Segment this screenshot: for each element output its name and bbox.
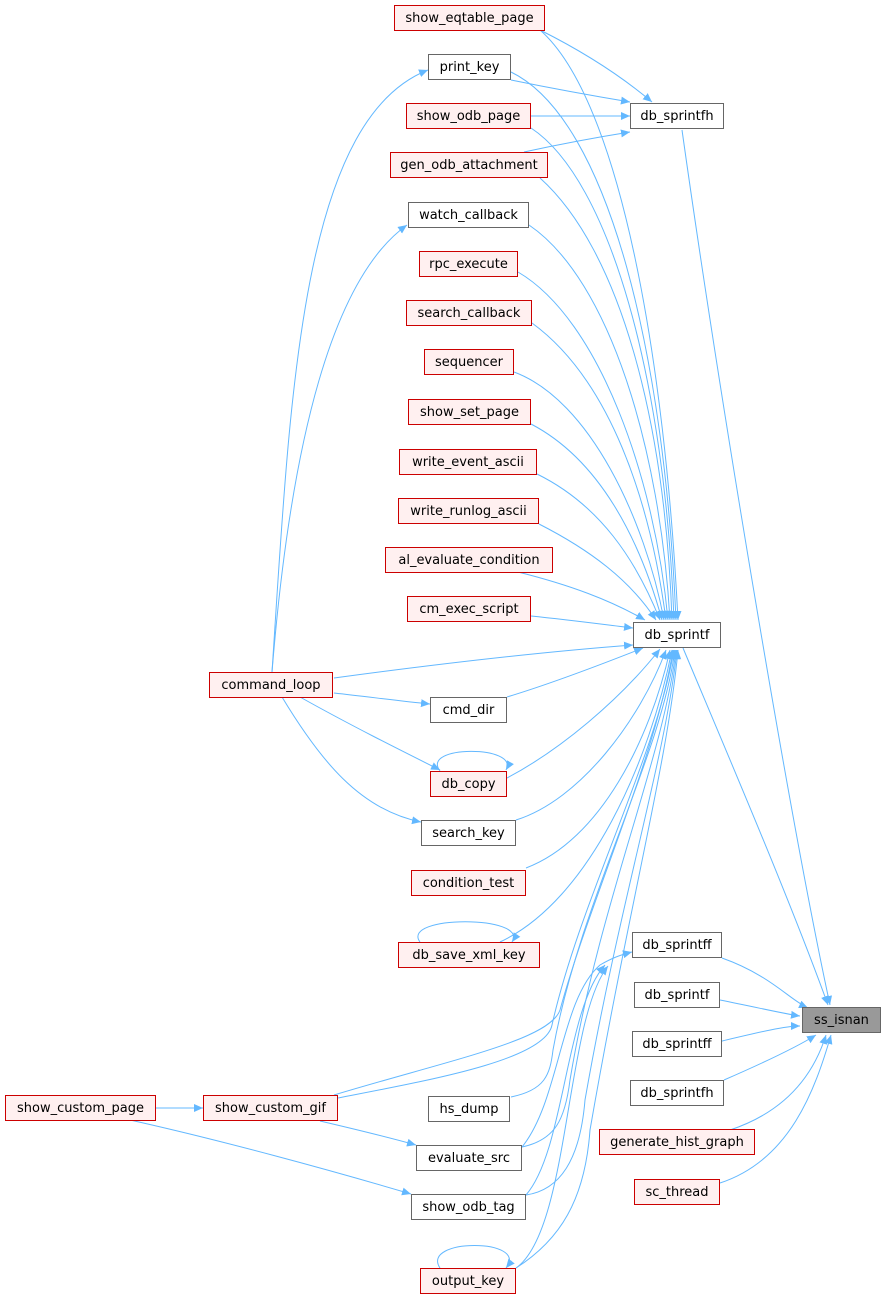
call-edge (510, 649, 678, 1098)
call-edge (499, 649, 675, 943)
node-show-eqtable-page[interactable]: show_eqtable_page (394, 5, 545, 31)
node-output-key[interactable]: output_key (420, 1268, 516, 1294)
node-condition-test[interactable]: condition_test (411, 870, 526, 896)
call-edge (337, 649, 677, 1099)
node-sc-thread[interactable]: sc_thread (634, 1179, 720, 1205)
call-edge (271, 69, 429, 673)
call-edge (417, 921, 521, 943)
node-gen-odb-attachment[interactable]: gen_odb_attachment (390, 152, 548, 178)
call-edge (506, 647, 644, 698)
call-edge (510, 79, 631, 105)
node-show-set-page[interactable]: show_set_page (408, 399, 531, 425)
call-edge (129, 1119, 412, 1196)
node-search-key[interactable]: search_key (421, 820, 516, 846)
node-al-evaluate-condition[interactable]: al_evaluate_condition (385, 547, 553, 573)
call-edge (682, 647, 829, 1006)
call-edge (525, 649, 672, 869)
call-edge (721, 1022, 801, 1042)
node-watch-callback[interactable]: watch_callback (408, 202, 529, 228)
call-edge (729, 1034, 828, 1131)
edge-layer (129, 29, 833, 1269)
call-edge (530, 615, 634, 631)
node-evaluate-src[interactable]: evaluate_src (416, 1145, 522, 1171)
node-generate-hist-graph[interactable]: generate_hist_graph (599, 1129, 755, 1155)
node-rpc-execute[interactable]: rpc_execute (419, 251, 518, 277)
node-show-odb-tag[interactable]: show_odb_tag (411, 1194, 526, 1220)
node-ss-isnan: ss_isnan (802, 1007, 881, 1033)
call-edge (538, 523, 657, 621)
call-edge (517, 571, 646, 621)
call-edge (319, 1120, 417, 1147)
call-edge (281, 696, 422, 825)
node-cmd-dir[interactable]: cmd_dir (430, 697, 507, 723)
call-edge (513, 371, 667, 621)
call-edge (530, 127, 678, 621)
node-hs-dump[interactable]: hs_dump (428, 1096, 510, 1122)
node-search-callback[interactable]: search_callback (406, 300, 532, 326)
call-edge (521, 950, 633, 1148)
call-edge (528, 224, 674, 621)
call-edge (515, 649, 682, 1269)
call-edge (436, 750, 514, 772)
call-edge (530, 423, 664, 621)
node-db-copy[interactable]: db_copy (430, 771, 507, 797)
call-edge (517, 271, 672, 621)
node-write-event-ascii[interactable]: write_event_ascii (399, 449, 537, 475)
node-sequencer[interactable]: sequencer (424, 349, 514, 375)
node-db-save-xml-key[interactable]: db_save_xml_key (398, 942, 540, 968)
call-edge (525, 964, 606, 1196)
call-edge (681, 129, 833, 1006)
node-print-key[interactable]: print_key (428, 54, 511, 80)
node-db-sprintf-2[interactable]: db_sprintf (634, 982, 720, 1008)
node-db-sprintfh-4[interactable]: db_sprintfh (630, 1080, 724, 1106)
call-edge (719, 1034, 833, 1184)
node-db-sprintf[interactable]: db_sprintf (633, 622, 721, 648)
call-edge (333, 649, 676, 1096)
call-edge (536, 473, 661, 621)
node-db-sprintfh[interactable]: db_sprintfh (630, 103, 724, 129)
call-edge (299, 696, 441, 771)
call-edge (333, 641, 634, 679)
call-edge (510, 71, 680, 621)
call-edge (515, 965, 609, 1269)
call-edge (506, 648, 661, 779)
node-show-custom-page[interactable]: show_custom_page (5, 1095, 156, 1121)
call-edge (515, 649, 667, 821)
call-edge (721, 957, 809, 1009)
call-edge (531, 322, 669, 621)
call-edge (539, 29, 653, 103)
node-cm-exec-script[interactable]: cm_exec_script (407, 596, 531, 622)
node-db-sprintff-1[interactable]: db_sprintff (632, 932, 722, 958)
node-show-custom-gif[interactable]: show_custom_gif (203, 1095, 338, 1121)
node-command-loop[interactable]: command_loop (209, 672, 333, 698)
call-edge (723, 1034, 817, 1081)
call-edge (437, 1245, 515, 1269)
node-write-runlog-ascii[interactable]: write_runlog_ascii (398, 498, 539, 524)
call-edge (539, 29, 682, 621)
call-edge (521, 649, 679, 1148)
call-edge (523, 129, 631, 153)
node-db-sprintff-3[interactable]: db_sprintff (632, 1031, 722, 1057)
call-edge (539, 177, 676, 621)
node-show-odb-page[interactable]: show_odb_page (406, 103, 531, 129)
call-edge (719, 999, 801, 1019)
call-edge (525, 649, 680, 1196)
call-edge (333, 692, 431, 708)
call-edge (271, 224, 408, 673)
